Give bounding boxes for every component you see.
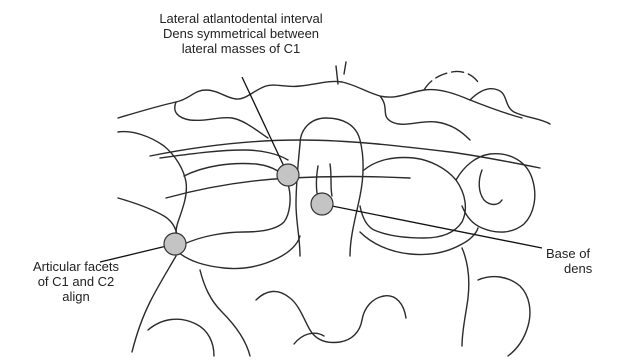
c2-lower-right-2 — [478, 277, 530, 356]
left-lateral-mass — [184, 164, 290, 245]
right-lateral-mass — [360, 158, 465, 239]
small-top-tick-2 — [344, 62, 346, 74]
right-transverse-process — [456, 154, 535, 232]
upper-contour-right — [380, 96, 470, 140]
c2-lower-left-lamina-2 — [200, 270, 250, 356]
label-lateral-atlantodental-interval: Lateral atlantodental interval Dens symm… — [116, 11, 366, 56]
right-transverse-inner — [479, 170, 502, 205]
label-line: Lateral atlantodental interval — [116, 11, 366, 26]
dens-inner-line-2 — [330, 164, 332, 196]
marker-base-of-dens — [311, 193, 333, 215]
label-line: align — [2, 289, 150, 304]
upper-right-bone — [470, 89, 550, 124]
label-line: lateral masses of C1 — [116, 41, 366, 56]
label-line: Base of — [546, 246, 638, 261]
skull-base-outline — [118, 81, 522, 118]
dashed-contour — [424, 71, 478, 90]
atlas-arch-upper — [150, 140, 540, 168]
marker-lateral-atlantodental-interval — [277, 164, 299, 186]
left-inner-arc — [160, 150, 288, 160]
label-line: Articular facets — [2, 259, 150, 274]
leader-line-base-of-dens — [322, 204, 542, 248]
label-line: dens — [546, 261, 638, 276]
spinous-process — [256, 291, 406, 342]
marker-articular-facets — [164, 233, 186, 255]
label-base-of-dens: Base of dens — [546, 246, 638, 276]
lower-left-bone — [148, 319, 214, 356]
label-articular-facets: Articular facets of C1 and C2 align — [2, 259, 150, 304]
leader-line-lateral-interval — [242, 77, 288, 175]
upper-contour-left — [175, 102, 268, 138]
c2-lower-right — [462, 248, 469, 346]
label-line: of C1 and C2 — [2, 274, 150, 289]
c2-body-left — [178, 236, 300, 269]
label-line: Dens symmetrical between — [116, 26, 366, 41]
